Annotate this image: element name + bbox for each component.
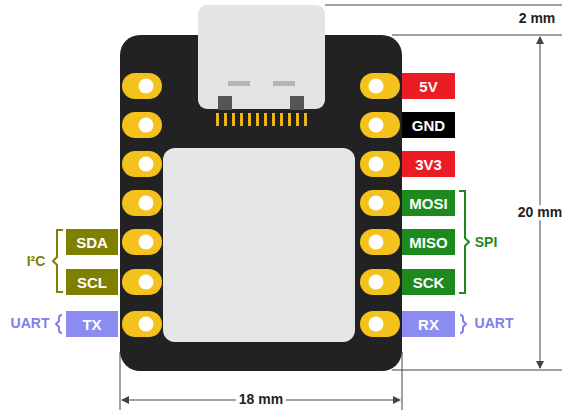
usb-detail [228, 81, 250, 86]
pin-name: GND [412, 118, 445, 133]
i2c-pin-label: SCL [66, 269, 118, 295]
pin-name: RX [418, 317, 439, 332]
spi-pin-label: MOSI [402, 190, 455, 216]
pin-name: SCL [77, 275, 107, 290]
power-pin-label: 5V [402, 73, 455, 99]
uart-brace [56, 315, 62, 333]
dimension-label: 2 mm [516, 11, 559, 26]
dimension-lines [120, 5, 562, 410]
spi-pin-label: SCK [402, 269, 455, 295]
i2c-bracket [53, 230, 63, 292]
usb-contacts [216, 113, 307, 126]
dimension-label: 18 mm [236, 392, 286, 407]
pin-name: 5V [419, 79, 437, 94]
pin-name: SCK [413, 275, 445, 290]
dimension-arrowheads [121, 36, 544, 404]
bus-label: UART [472, 316, 517, 331]
uart-brace [460, 315, 466, 333]
pin-name: SDA [76, 235, 108, 250]
i2c-pin-label: SDA [66, 229, 118, 255]
module-shield [163, 148, 355, 342]
pin-name: MOSI [409, 196, 447, 211]
usb-detail [218, 96, 232, 110]
bus-label: SPI [472, 235, 501, 250]
pin-name: TX [82, 317, 101, 332]
usb-detail [290, 96, 304, 110]
spi-bracket [459, 191, 469, 293]
usb-c-connector [198, 5, 325, 109]
uart-pin-label: TX [66, 311, 118, 337]
bus-label: UART [8, 316, 53, 331]
power-pin-label: 3V3 [402, 151, 455, 177]
bus-label: I²C [24, 254, 49, 269]
usb-detail [273, 81, 295, 86]
uart-pin-label: RX [402, 311, 455, 337]
dimension-label: 20 mm [515, 205, 565, 220]
pin-name: MISO [409, 235, 447, 250]
pin-pads [122, 73, 400, 337]
pin-name: 3V3 [415, 157, 442, 172]
ground-pin-label: GND [402, 112, 455, 138]
spi-pin-label: MISO [402, 229, 455, 255]
